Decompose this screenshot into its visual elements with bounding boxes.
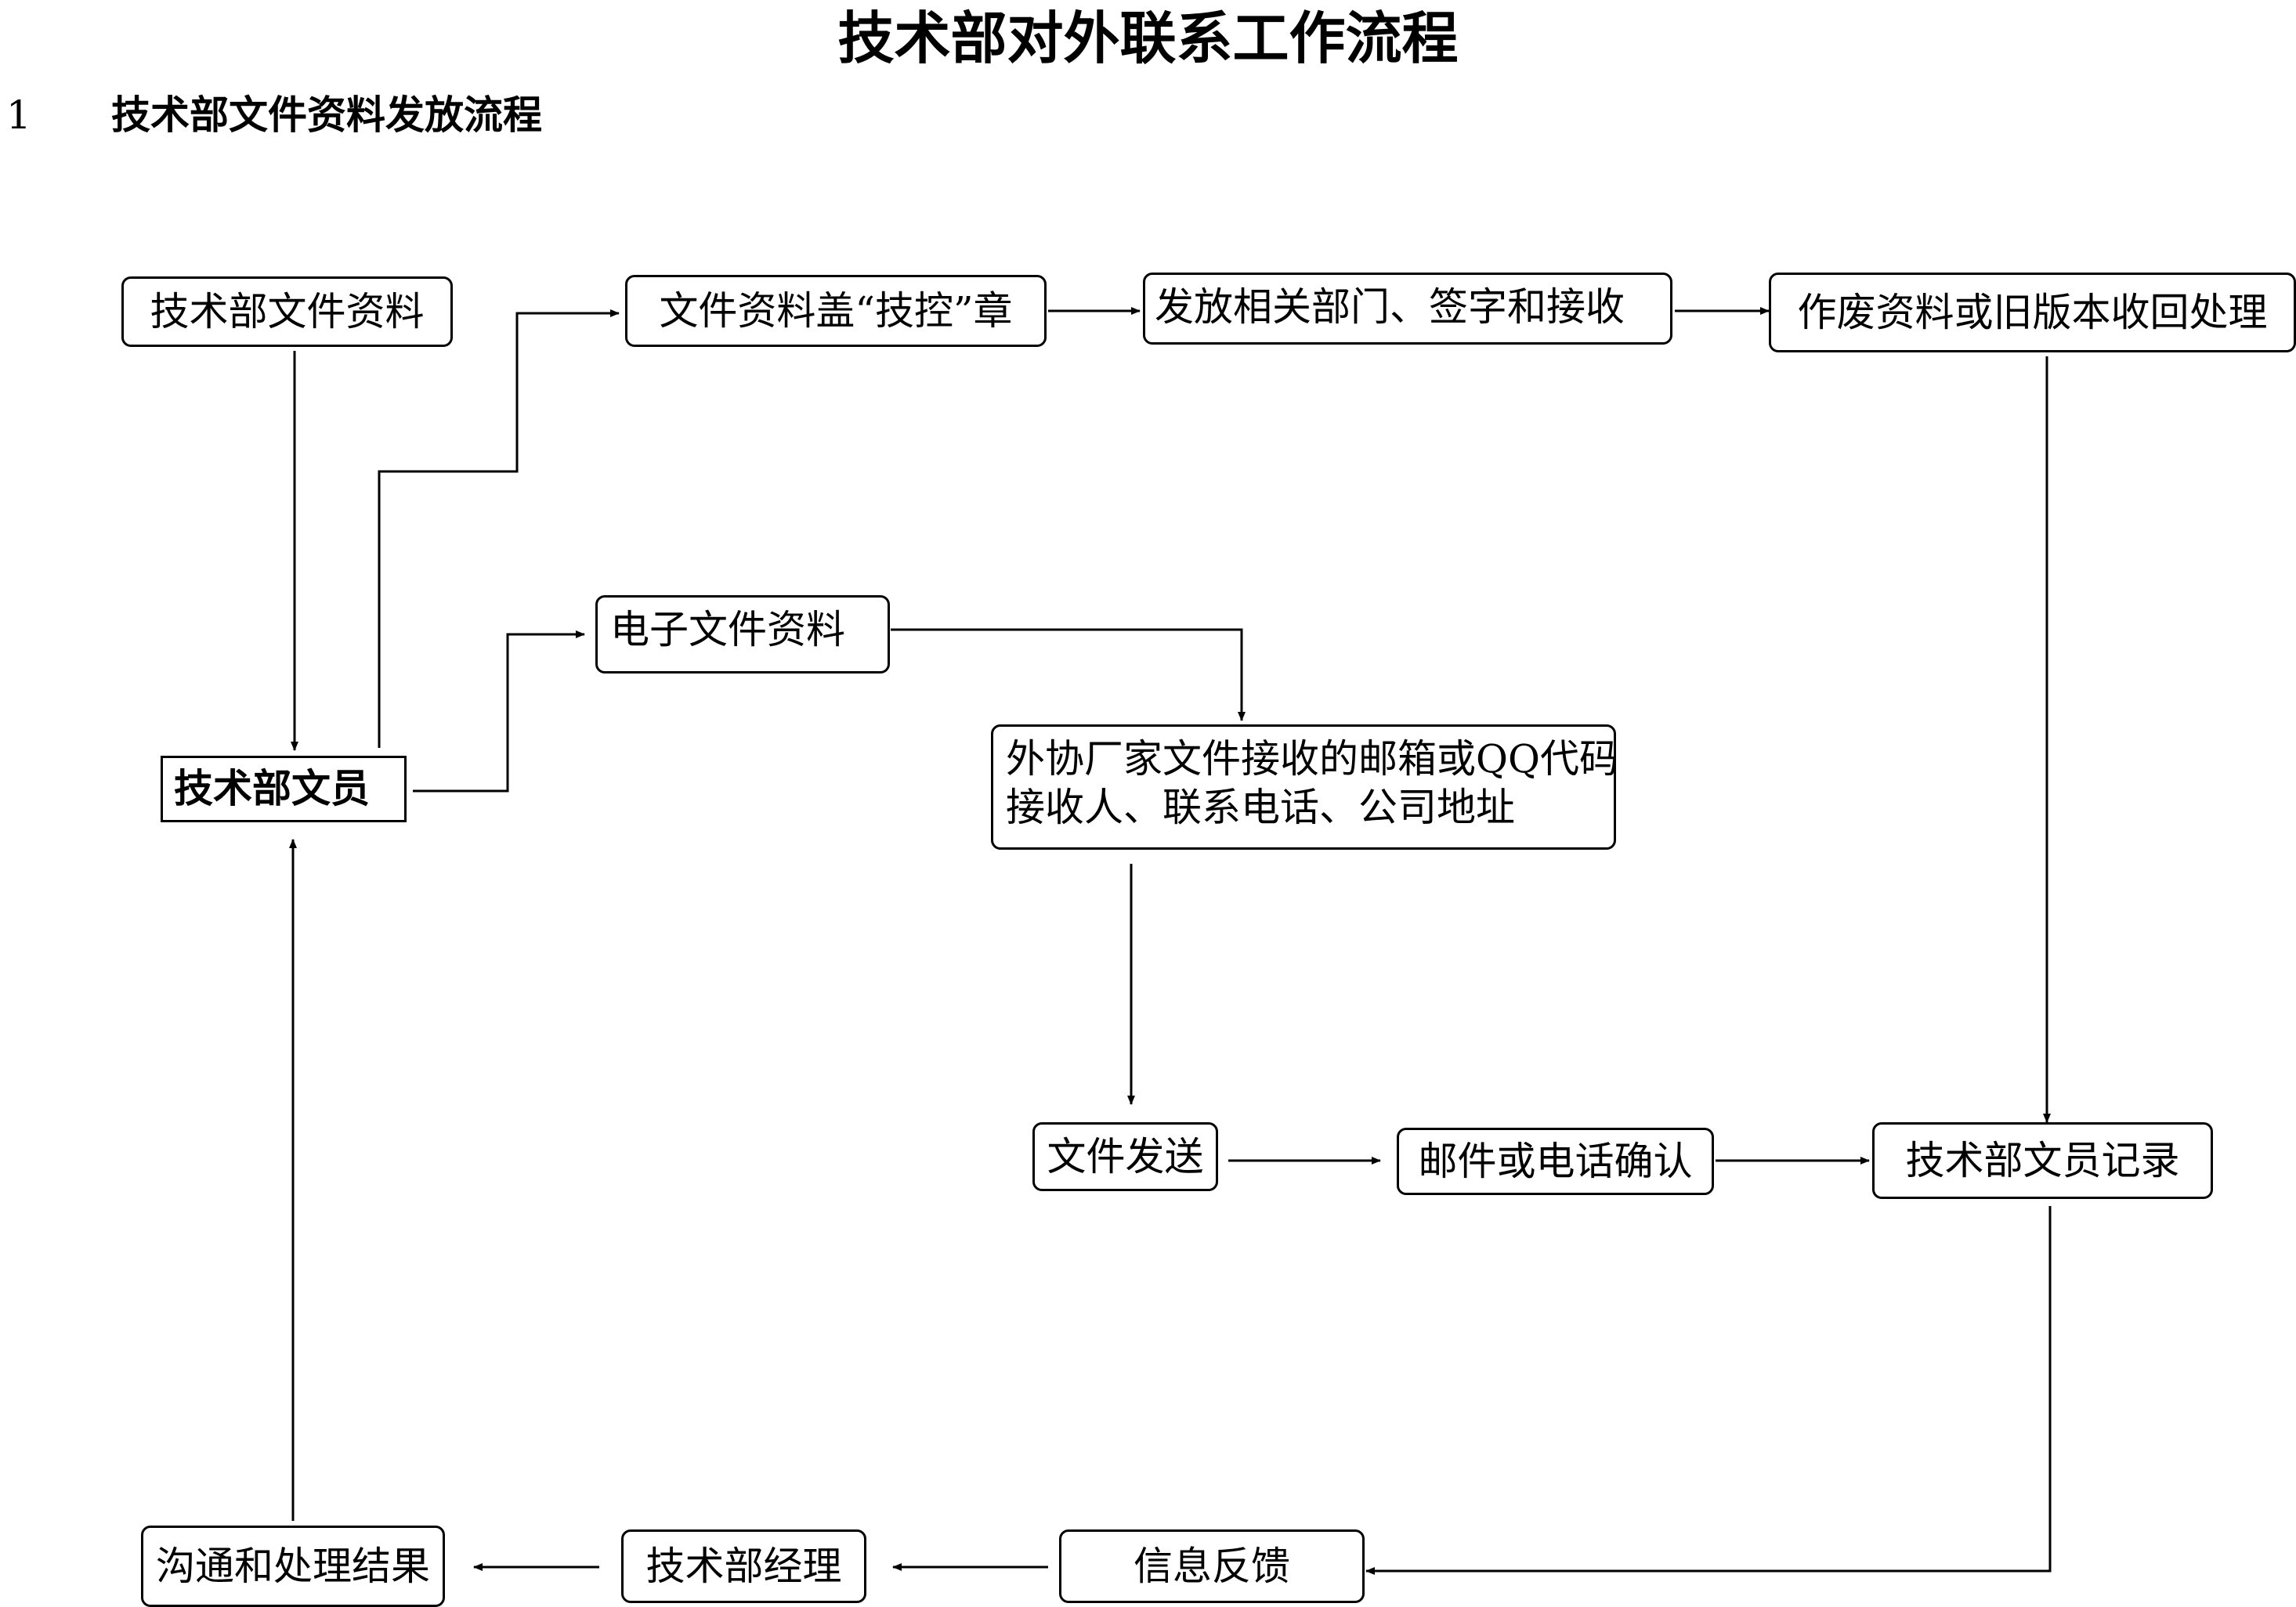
node-clerk: 技术部文员 (161, 756, 407, 822)
node-stamp: 文件资料盖“技控”章 (625, 275, 1047, 347)
node-vendor-info: 外协厂家文件接收的邮箱或QQ代码 接收人、联系电话、公司地址 (991, 724, 1618, 850)
node-confirm: 邮件或电话确认 (1397, 1128, 1714, 1195)
edge-clerk-to-stamp (378, 309, 620, 748)
node-obsolete: 作废资料或旧版本收回处理 (1769, 273, 2296, 352)
node-result: 沟通和处理结果 (141, 1526, 445, 1607)
node-tech-docs: 技术部文件资料 (121, 276, 453, 347)
node-e-docs: 电子文件资料 (595, 595, 890, 673)
edge-record-to-feedback (1365, 1206, 2052, 1575)
edge-clerk-to-edocs (413, 630, 585, 793)
node-manager: 技术部经理 (621, 1529, 866, 1603)
section-title: 技术部文件资料发放流程 (111, 92, 542, 138)
vendor-info-line-2: 接收人、联系电话、公司地址 (1006, 785, 1515, 830)
node-clerk-record: 技术部文员记录 (1872, 1122, 2213, 1199)
edge-edocs-to-vendor (891, 628, 1246, 721)
page-title: 技术部对外联系工作流程 (837, 5, 1459, 71)
vendor-info-line-1: 外协厂家文件接收的邮箱或QQ代码 (1006, 736, 1618, 782)
node-distribute: 发放相关部门、签字和接收 (1143, 273, 1672, 345)
node-send: 文件发送 (1032, 1122, 1218, 1191)
node-feedback: 信息反馈 (1059, 1529, 1365, 1603)
section-number: 1 (6, 92, 31, 138)
